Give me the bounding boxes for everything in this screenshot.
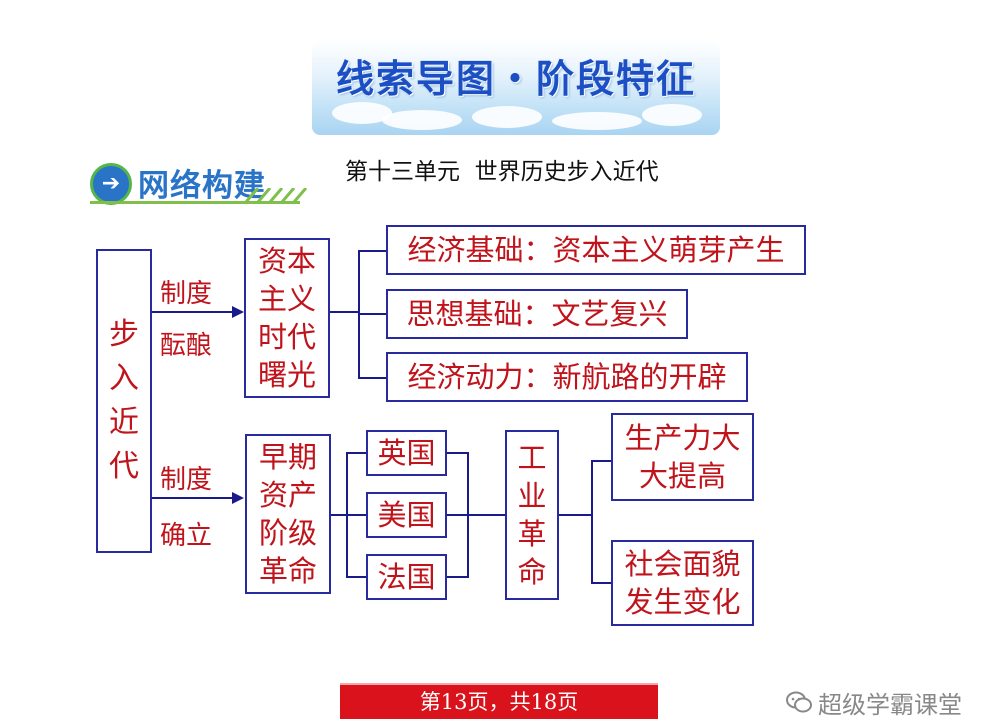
node-capitalism-dawn-label: 资本主义时代曙光 — [257, 244, 316, 392]
bracket-top-3 — [358, 377, 386, 379]
page-indicator: 第13页，共18页 — [340, 685, 658, 719]
arrowhead-bottom — [232, 492, 244, 504]
node-ideological-basis: 思想基础：文艺复兴 — [386, 289, 688, 339]
edge-label-bottom: 制度确立 — [160, 465, 213, 551]
node-country-britain: 英国 — [366, 430, 447, 476]
banner-title: 线索导图・阶段特征 — [335, 57, 696, 101]
bracket-result-1 — [591, 460, 611, 462]
merge-country-3 — [447, 576, 467, 578]
connector-root-top — [152, 311, 242, 313]
watermark-text: 超级学霸课堂 — [818, 691, 962, 719]
unit-title: 第十三单元 世界历史步入近代 — [345, 159, 659, 185]
node-ideological-basis-label: 思想基础：文艺复兴 — [406, 297, 668, 331]
section-stripes — [244, 188, 308, 202]
bracket-top-2 — [358, 313, 386, 315]
edge-label-top: 制度酝酿 — [160, 279, 213, 361]
node-productivity-label: 生产力大大提高 — [624, 421, 741, 493]
node-economic-basis-label: 经济基础：资本主义萌芽产生 — [407, 233, 785, 267]
node-industrial-revolution: 工业革命 — [505, 430, 559, 600]
connector-top-branch — [330, 311, 358, 313]
bracket-country-3 — [346, 576, 366, 578]
node-bourgeois-revolution: 早期资产阶级革命 — [245, 434, 331, 594]
node-country-usa-label: 美国 — [377, 498, 436, 532]
arrowhead-top — [232, 306, 244, 318]
node-industrial-revolution-label: 工业革命 — [517, 441, 547, 589]
section-title: 网络构建 — [138, 168, 266, 204]
node-country-france-label: 法国 — [377, 560, 436, 594]
arrow-right-icon: ➔ — [90, 163, 132, 205]
title-banner — [312, 40, 720, 135]
node-country-britain-label: 英国 — [377, 436, 436, 470]
bracket-country-2 — [346, 514, 366, 516]
connector-root-bottom — [152, 497, 242, 499]
node-economic-driver-label: 经济动力：新航路的开辟 — [407, 360, 727, 394]
node-country-usa: 美国 — [366, 492, 447, 538]
bracket-country-1 — [346, 452, 366, 454]
node-economic-driver: 经济动力：新航路的开辟 — [386, 352, 748, 402]
root-node: 步入近代 — [96, 249, 152, 553]
bracket-result-2 — [591, 582, 611, 584]
node-economic-basis: 经济基础：资本主义萌芽产生 — [386, 225, 806, 275]
root-node-label: 步入近代 — [109, 317, 139, 484]
node-social-change-label: 社会面貌发生变化 — [624, 547, 741, 619]
footer-highlight — [340, 683, 658, 686]
bracket-top-1 — [358, 250, 386, 252]
connector-bottom-branch — [331, 514, 346, 516]
node-productivity: 生产力大大提高 — [611, 413, 754, 501]
node-country-france: 法国 — [366, 554, 447, 600]
node-bourgeois-revolution-label: 早期资产阶级革命 — [258, 440, 317, 588]
section-underline — [90, 201, 300, 204]
wechat-icon — [786, 691, 812, 713]
connector-results — [559, 514, 591, 516]
connector-revolution — [467, 514, 505, 516]
node-capitalism-dawn: 资本主义时代曙光 — [244, 238, 330, 398]
merge-country-1 — [447, 452, 467, 454]
merge-country-2 — [447, 514, 467, 516]
bracket-results — [591, 460, 593, 584]
node-social-change: 社会面貌发生变化 — [611, 540, 754, 626]
